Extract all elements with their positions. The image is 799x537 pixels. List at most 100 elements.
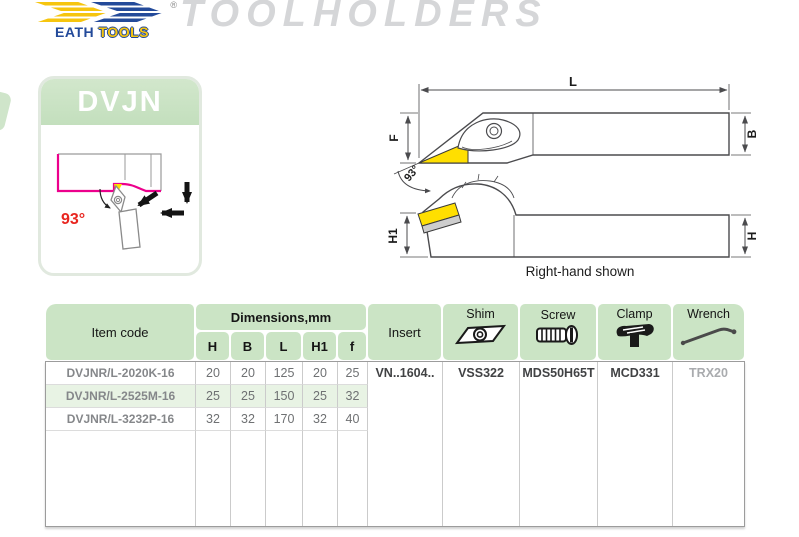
cell-h1: 32 bbox=[303, 408, 338, 431]
col-header-f: f bbox=[338, 332, 366, 360]
cell-b: 32 bbox=[231, 408, 266, 431]
angle-label: 93° bbox=[61, 211, 85, 228]
product-model-header: DVJN bbox=[41, 79, 199, 125]
col-header-b: B bbox=[231, 332, 264, 360]
workpiece-detail-lines bbox=[124, 154, 152, 187]
angle-label-main: 93° bbox=[402, 163, 422, 183]
col-header-insert: Insert bbox=[368, 304, 441, 360]
insert-screw-hole-inner bbox=[115, 197, 121, 203]
shim-side-view bbox=[421, 214, 462, 234]
clamp-screw-inner bbox=[489, 126, 499, 136]
clamp-top-view bbox=[457, 118, 521, 152]
dim-label-H: H bbox=[745, 232, 757, 241]
brand-name-part1: EATH bbox=[55, 24, 95, 40]
shim-label: Shim bbox=[466, 307, 495, 321]
clamp-icon bbox=[616, 324, 654, 347]
h-label: H bbox=[207, 338, 218, 354]
cell-h: 20 bbox=[196, 362, 231, 385]
screw-icon bbox=[536, 325, 578, 345]
col-header-l: L bbox=[266, 332, 301, 360]
wrench-label: Wrench bbox=[687, 307, 730, 321]
table-row-item-code: DVJNR/L-2020K-16 bbox=[46, 362, 196, 385]
insert-screw-hole bbox=[113, 195, 123, 205]
dim-label-B: B bbox=[745, 129, 757, 138]
brand-logo: EATH TOOLS ® bbox=[33, 0, 177, 44]
empty-cell bbox=[231, 431, 266, 526]
l-label: L bbox=[279, 338, 288, 354]
dimensions-label: Dimensions,mm bbox=[230, 309, 332, 325]
col-header-h1: H1 bbox=[303, 332, 336, 360]
item-code-label: Item code bbox=[91, 324, 149, 340]
shim-diamond-icon bbox=[454, 324, 506, 345]
cell-screw: MDS50H65T bbox=[520, 362, 598, 526]
b-label: B bbox=[242, 338, 253, 354]
workpiece-outline bbox=[58, 153, 162, 191]
screw-label: Screw bbox=[540, 308, 576, 322]
col-header-h: H bbox=[196, 332, 229, 360]
cell-f: 32 bbox=[338, 385, 368, 408]
empty-cell bbox=[303, 431, 338, 526]
cell-h1: 20 bbox=[303, 362, 338, 385]
table-header: Item code Dimensions,mm H B L H1 f Inser… bbox=[45, 303, 745, 361]
page-title: TOOLHOLDERS bbox=[180, 0, 548, 35]
clamp-label: Clamp bbox=[616, 307, 653, 321]
clamp-screw-outer bbox=[485, 122, 503, 140]
brand-name-part2: TOOLS bbox=[98, 24, 149, 40]
registered-trademark-icon: ® bbox=[170, 0, 177, 10]
dim-label-F: F bbox=[387, 134, 401, 141]
empty-cell bbox=[46, 431, 196, 526]
col-header-screw: Screw bbox=[520, 304, 596, 360]
clamp-side-detail bbox=[451, 180, 515, 199]
cell-f: 25 bbox=[338, 362, 368, 385]
h1-label: H1 bbox=[311, 338, 328, 354]
table-row-item-code: DVJNR/L-3232P-16 bbox=[46, 408, 196, 431]
angle-arc-main bbox=[397, 170, 431, 194]
product-card-dvjn: DVJN 93° bbox=[38, 76, 202, 276]
clamp-detail-line bbox=[461, 140, 513, 150]
cell-h: 25 bbox=[196, 385, 231, 408]
dim-label-L: L bbox=[569, 76, 577, 89]
machined-profile-magenta bbox=[56, 154, 161, 193]
brand-logo-arrows-icon bbox=[33, 2, 165, 23]
empty-cell bbox=[196, 431, 231, 526]
col-header-wrench: Wrench bbox=[673, 304, 744, 360]
tool-shank-sketch bbox=[118, 208, 141, 250]
cell-clamp: MCD331 bbox=[598, 362, 673, 526]
clamp-side-ticks bbox=[461, 173, 499, 189]
col-header-item-code: Item code bbox=[46, 304, 194, 360]
cell-l: 150 bbox=[266, 385, 303, 408]
table-body: DVJNR/L-2020K-16 20 20 125 20 25 DVJNR/L… bbox=[45, 361, 745, 527]
col-header-dimensions: Dimensions,mm bbox=[196, 304, 366, 330]
cell-f: 40 bbox=[338, 408, 368, 431]
cell-shim: VSS322 bbox=[443, 362, 520, 526]
f-label: f bbox=[349, 338, 355, 354]
cell-h: 32 bbox=[196, 408, 231, 431]
empty-cell bbox=[338, 431, 368, 526]
torx-wrench-icon bbox=[680, 327, 736, 346]
dim-label-H1: H1 bbox=[386, 228, 400, 244]
table-row-item-code: DVJNR/L-2525M-16 bbox=[46, 385, 196, 408]
insert-top-view-yellow bbox=[418, 141, 469, 164]
yellow-arrow-icon bbox=[35, 2, 107, 23]
empty-cell bbox=[266, 431, 303, 526]
angle-arc bbox=[99, 188, 111, 209]
cell-wrench: TRX20 bbox=[689, 366, 728, 380]
col-header-clamp: Clamp bbox=[598, 304, 671, 360]
cutting-diagram: 93° bbox=[56, 153, 192, 250]
cell-b: 25 bbox=[231, 385, 266, 408]
cell-insert: VN..1604.. bbox=[368, 362, 443, 526]
col-header-shim: Shim bbox=[443, 304, 518, 360]
technical-drawing: L B F 93° H1 H bbox=[386, 76, 757, 258]
insert-label: Insert bbox=[388, 324, 421, 340]
product-table: Item code Dimensions,mm H B L H1 f Inser… bbox=[45, 303, 745, 527]
cell-b: 20 bbox=[231, 362, 266, 385]
cell-l: 170 bbox=[266, 408, 303, 431]
feed-arrow-diagonal-icon bbox=[137, 190, 159, 208]
page-edge-decoration bbox=[0, 90, 13, 132]
cell-l: 125 bbox=[266, 362, 303, 385]
toolholder-side-view-outline bbox=[422, 183, 730, 258]
brand-name: EATH TOOLS bbox=[33, 24, 171, 40]
cell-h1: 25 bbox=[303, 385, 338, 408]
blue-arrow-icon bbox=[91, 2, 163, 23]
